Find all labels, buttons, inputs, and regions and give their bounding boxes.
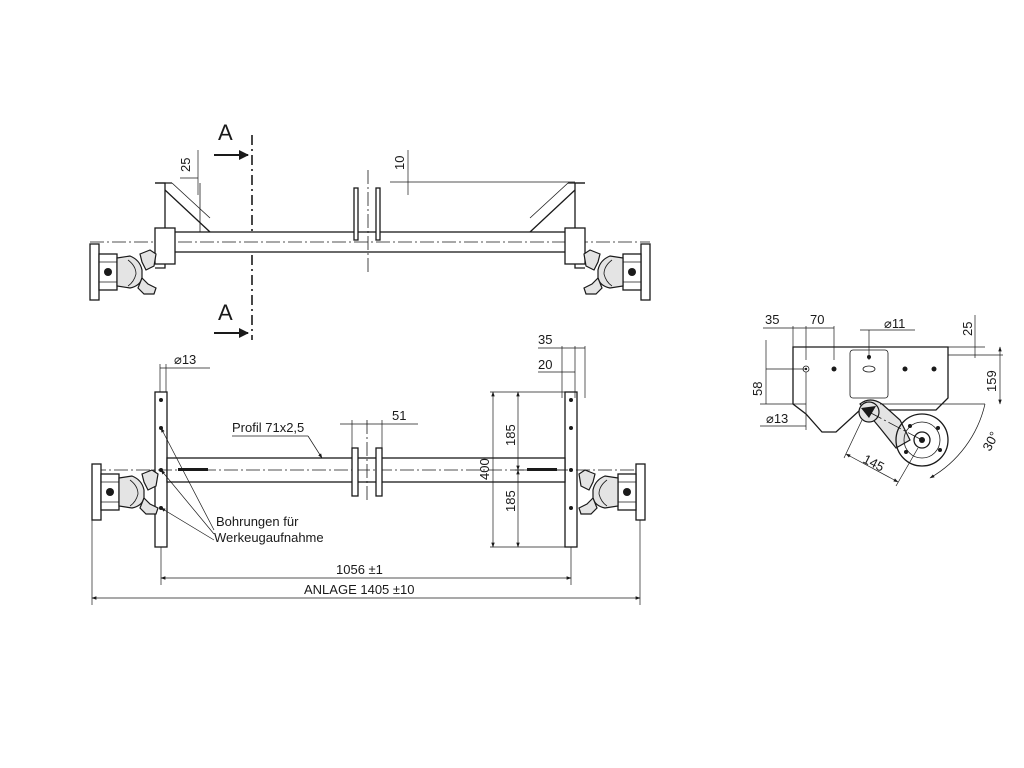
front-view: ⌀13 35 20 51 Profil 71x2,5 185 185 400 B… — [91, 332, 646, 605]
profile-label: Profil 71x2,5 — [232, 420, 304, 435]
dim-front-400: 400 — [477, 458, 492, 480]
dim-top-10: 10 — [392, 156, 407, 170]
dim-side-159: 159 — [984, 370, 999, 392]
dim-side-hole-13: ⌀13 — [766, 411, 788, 426]
hub-top-right — [583, 243, 651, 301]
dim-side-angle: 30° — [979, 429, 1001, 453]
hub-top-left — [89, 243, 157, 301]
dim-side-35: 35 — [765, 312, 779, 327]
center-clamp-right — [375, 187, 381, 241]
dim-side-58: 58 — [750, 382, 765, 396]
section-label-top: A — [218, 120, 233, 145]
dim-top-25: 25 — [178, 158, 193, 172]
dim-front-hole-13: ⌀13 — [174, 352, 196, 367]
holes-label-line1: Bohrungen für — [216, 514, 299, 529]
top-view: A A 25 10 — [89, 120, 651, 340]
dim-side-70: 70 — [810, 312, 824, 327]
dim-front-185-upper: 185 — [503, 424, 518, 446]
hub-flange — [895, 413, 949, 467]
dim-front-anlage: ANLAGE 1405 ±10 — [304, 582, 414, 597]
dim-front-35: 35 — [538, 332, 552, 347]
dim-front-185-lower: 185 — [503, 490, 518, 512]
center-clamp-left — [353, 187, 359, 241]
dim-side-145: 145 — [861, 451, 887, 474]
dim-front-1056: 1056 ±1 — [336, 562, 383, 577]
dim-side-25: 25 — [960, 322, 975, 336]
holes-label-line2: Werkeugaufnahme — [214, 530, 324, 545]
dim-front-20: 20 — [538, 357, 552, 372]
section-label-bottom: A — [218, 300, 233, 325]
dim-side-hole-11: ⌀11 — [884, 316, 905, 331]
side-view: 35 70 ⌀11 25 159 58 ⌀13 145 30° — [750, 312, 1003, 487]
dim-front-51: 51 — [392, 408, 406, 423]
